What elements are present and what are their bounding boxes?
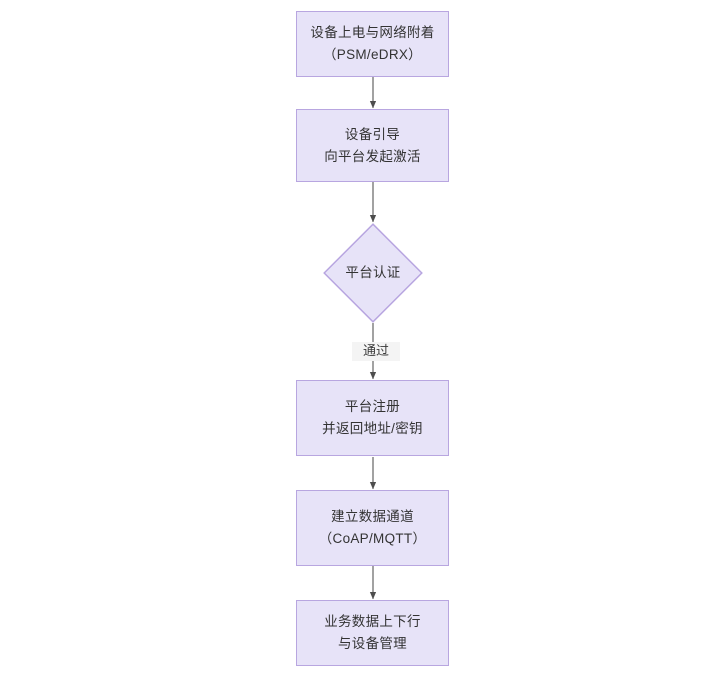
flow-node-label: 建立数据通道 （CoAP/MQTT） xyxy=(318,509,427,546)
flow-node-label: 业务数据上下行 与设备管理 xyxy=(324,614,421,651)
flow-node-data-channel[interactable]: 建立数据通道 （CoAP/MQTT） xyxy=(296,490,449,566)
flow-node-label: 设备引导 向平台发起激活 xyxy=(324,126,421,164)
diamond-shape xyxy=(323,223,423,323)
edge-label-text: 通过 xyxy=(362,343,389,358)
flow-node-label: 平台注册 并返回地址/密钥 xyxy=(322,399,423,436)
flow-node-device-power-on[interactable]: 设备上电与网络附着 （PSM/eDRX） xyxy=(296,11,449,77)
flow-node-business-data[interactable]: 业务数据上下行 与设备管理 xyxy=(296,600,449,666)
flow-node-label: 平台认证 xyxy=(345,265,401,281)
flow-node-platform-register[interactable]: 平台注册 并返回地址/密钥 xyxy=(296,380,449,456)
flow-node-platform-auth-decision[interactable]: 平台认证 xyxy=(323,223,423,323)
edge-label-pass: 通过 xyxy=(352,342,400,361)
flow-node-device-bootstrap[interactable]: 设备引导 向平台发起激活 xyxy=(296,109,449,182)
flow-node-label: 设备上电与网络附着 （PSM/eDRX） xyxy=(310,25,435,62)
